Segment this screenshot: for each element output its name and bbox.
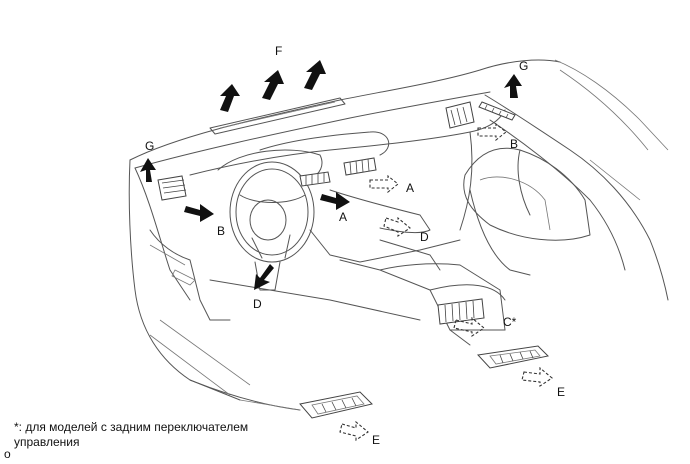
- vent-center-left: [299, 171, 331, 187]
- dashed-arrow-e-bottom: [339, 420, 369, 442]
- label-d-floor: D: [253, 297, 262, 311]
- floor-vent-bottom: [299, 391, 373, 419]
- label-g-right: G: [519, 59, 528, 73]
- arrow-a-center: [320, 192, 350, 210]
- label-a-dashed: A: [406, 181, 414, 195]
- arrow-g-right: [504, 74, 522, 98]
- arrow-g-left: [140, 158, 156, 182]
- label-c-rear: C*: [503, 315, 517, 329]
- vent-center-right: [343, 157, 377, 176]
- label-d-dashed: D: [420, 230, 429, 244]
- vent-right-side: [445, 101, 475, 129]
- label-a-center: A: [339, 210, 347, 224]
- vent-side-window-defog: [478, 101, 516, 121]
- arrow-d-floor: [254, 264, 274, 290]
- footnote-line-1: *: для моделей с задним переключателем: [14, 420, 249, 434]
- arrow-b-left: [184, 204, 214, 222]
- dashboard-outline: [128, 59, 669, 411]
- arrow-defrost-1: [220, 84, 240, 112]
- label-e-right: E: [557, 385, 565, 399]
- floor-vent-right: [476, 345, 550, 369]
- arrow-defrost-2: [262, 70, 284, 100]
- arrow-defrost-3: [304, 60, 326, 90]
- label-g-left: G: [145, 139, 154, 153]
- vent-rear-console: [437, 298, 485, 325]
- label-b-left: B: [217, 224, 225, 238]
- dashed-arrow-c: [453, 316, 485, 338]
- steering-wheel: [217, 149, 323, 291]
- dashed-arrow-b: [477, 122, 507, 142]
- footnote-line-2: управления: [14, 435, 80, 449]
- label-e-bottom: E: [372, 433, 380, 447]
- label-f: F: [275, 44, 282, 58]
- footnote: *: для моделей с задним переключателем у…: [14, 420, 314, 450]
- dashed-arrow-a: [369, 174, 399, 194]
- corner-mark: o: [4, 447, 11, 461]
- label-b-right: B: [510, 137, 518, 151]
- dashed-arrow-d: [383, 216, 411, 238]
- vent-left-side: [157, 175, 187, 201]
- dashed-arrow-e-right: [521, 366, 553, 388]
